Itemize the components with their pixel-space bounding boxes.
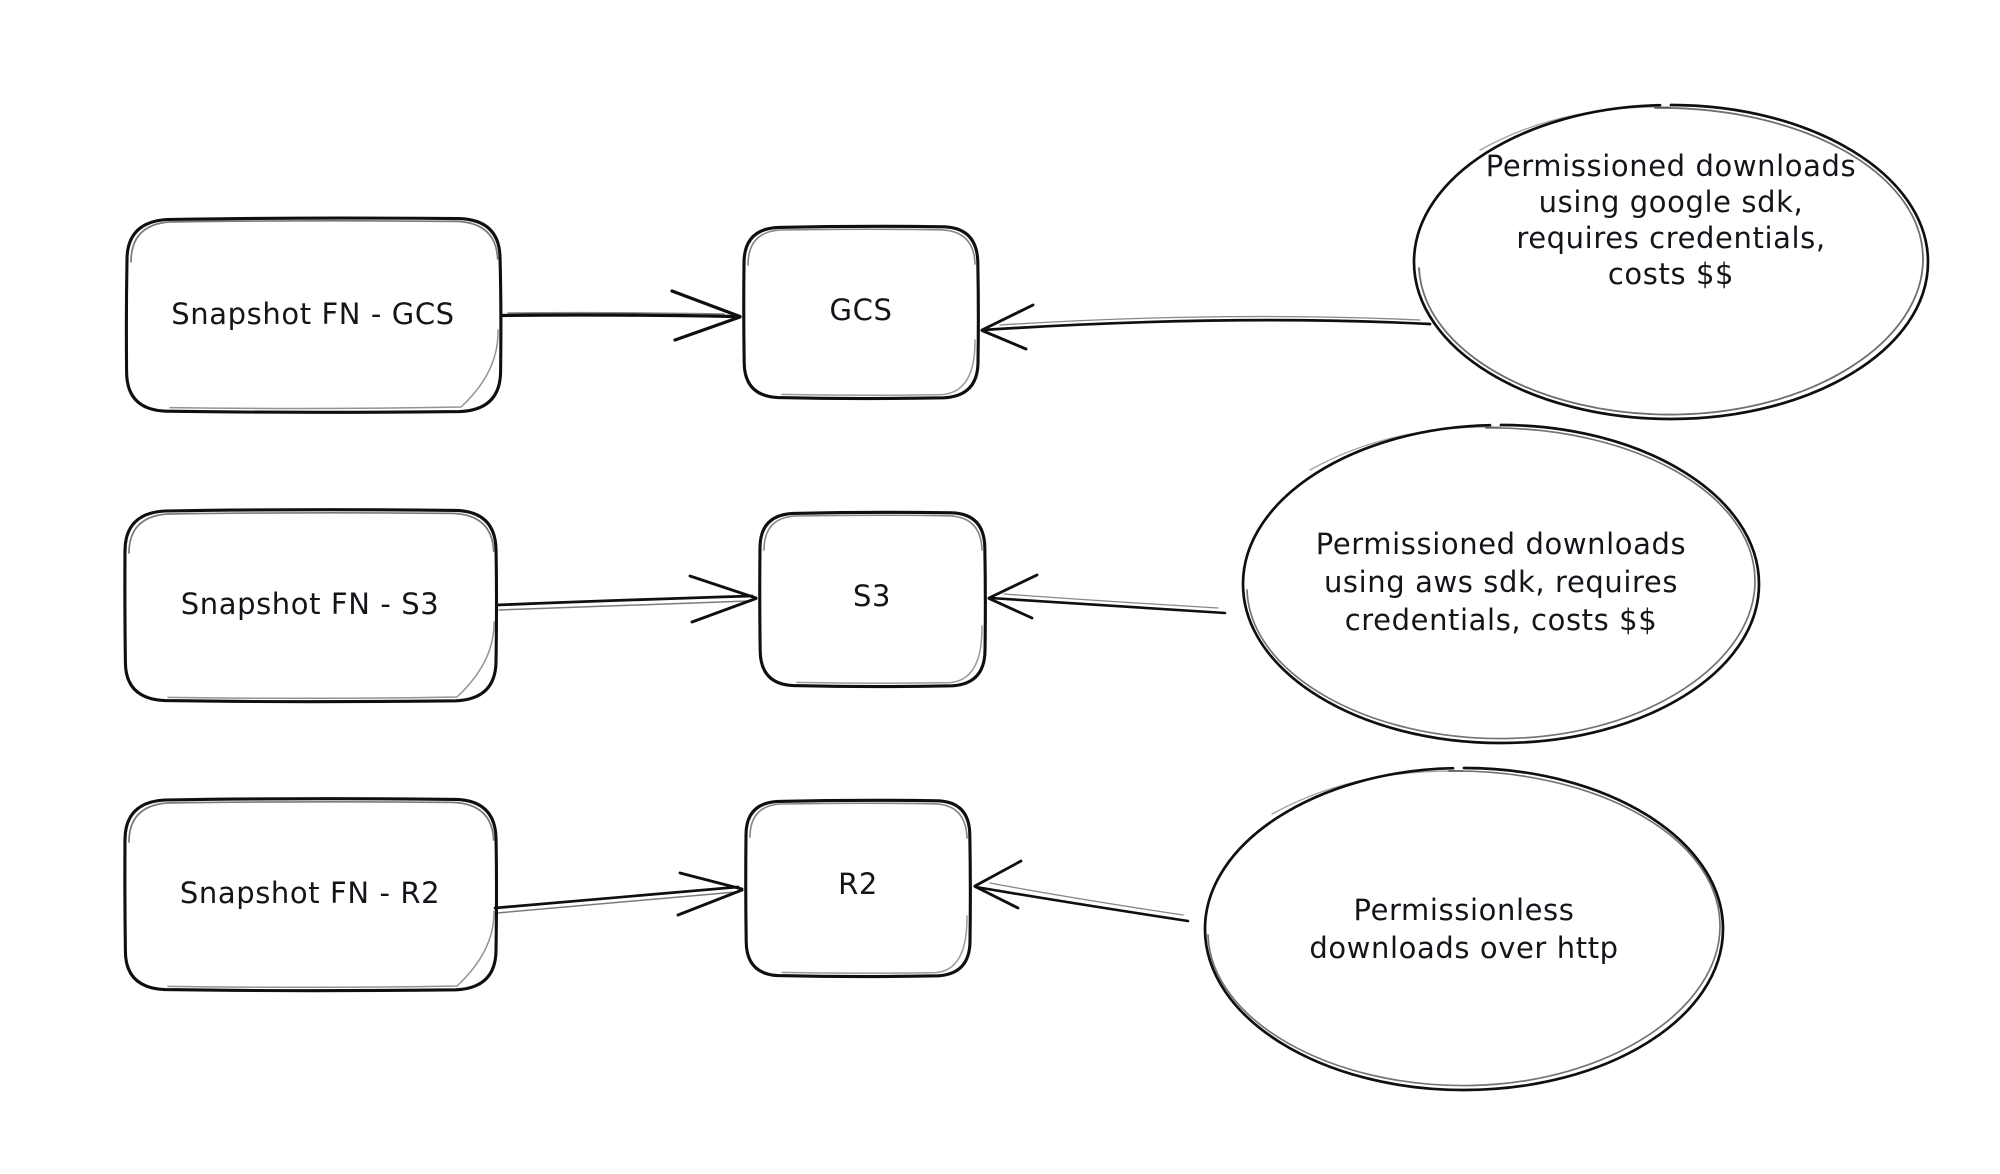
note-r2-line-2: downloads over http	[1309, 931, 1618, 965]
note-r2-line-1: Permissionless	[1354, 893, 1575, 927]
note-gcs-line-4: costs $$	[1608, 257, 1734, 291]
node-snapshot-fn-gcs[interactable]: Snapshot FN - GCS	[124, 216, 503, 414]
node-label-gcs: GCS	[830, 293, 893, 327]
note-gcs[interactable]: Permissioned downloads using google sdk,…	[1412, 103, 1930, 421]
node-label-snapshot-fn-s3: Snapshot FN - S3	[181, 587, 440, 621]
row-r2: Snapshot FN - R2 R2	[123, 766, 1725, 1092]
note-s3[interactable]: Permissioned downloads using aws sdk, re…	[1241, 423, 1761, 745]
arrow-snapshot-fn-gcs-to-gcs	[499, 289, 742, 342]
note-gcs-line-3: requires credentials,	[1516, 221, 1825, 255]
node-gcs[interactable]: GCS	[742, 224, 980, 401]
node-s3[interactable]: S3	[758, 510, 987, 689]
node-r2[interactable]: R2	[744, 798, 972, 979]
note-s3-line-2: using aws sdk, requires	[1324, 565, 1678, 599]
note-s3-line-3: credentials, costs $$	[1345, 603, 1658, 637]
note-s3-line-1: Permissioned downloads	[1316, 527, 1686, 561]
row-s3: Snapshot FN - S3 S3	[123, 423, 1761, 745]
arrow-snapshot-fn-r2-to-r2	[493, 871, 744, 917]
node-label-s3: S3	[853, 579, 891, 613]
arrow-snapshot-fn-s3-to-s3	[495, 574, 758, 624]
node-label-snapshot-fn-gcs: Snapshot FN - GCS	[171, 297, 454, 331]
arrow-note-s3-to-s3	[987, 573, 1227, 620]
node-snapshot-fn-r2[interactable]: Snapshot FN - R2	[123, 797, 499, 993]
arrow-note-r2-to-r2	[973, 859, 1190, 923]
note-gcs-line-2: using google sdk,	[1539, 185, 1804, 219]
note-gcs-line-1: Permissioned downloads	[1486, 149, 1856, 183]
node-label-snapshot-fn-r2: Snapshot FN - R2	[180, 876, 440, 910]
node-label-r2: R2	[838, 867, 878, 901]
row-gcs: Snapshot FN - GCS GCS	[124, 103, 1930, 421]
arrow-note-gcs-to-gcs	[980, 303, 1432, 351]
note-r2[interactable]: Permissionless downloads over http	[1203, 766, 1725, 1092]
node-snapshot-fn-s3[interactable]: Snapshot FN - S3	[123, 508, 499, 704]
